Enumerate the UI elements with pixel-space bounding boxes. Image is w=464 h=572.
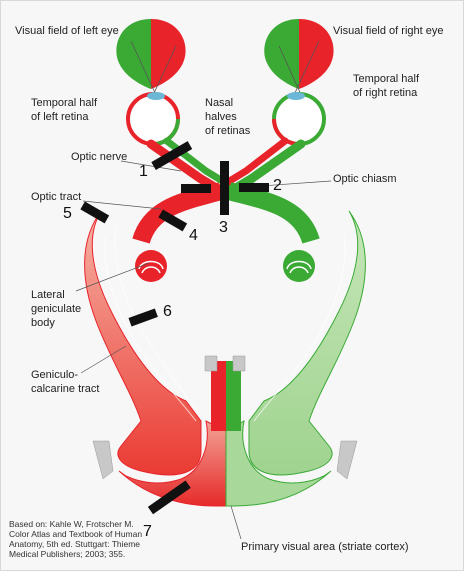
label-lgb-2: geniculate	[31, 303, 82, 315]
lesion-6	[128, 308, 158, 327]
leader-lines	[75, 160, 332, 540]
lesion-markers	[80, 141, 269, 515]
label-temporal-right-2: of right retina	[353, 87, 418, 99]
label-nasal-3: of retinas	[205, 125, 251, 137]
credit-line-1: Based on: Kahle W, Frotscher M.	[9, 519, 134, 529]
lesion-5	[80, 201, 110, 224]
label-gct-1: Geniculo-	[31, 369, 79, 381]
right-hemisphere-pathway	[225, 210, 366, 507]
lesion-3-horizontal	[181, 184, 211, 193]
left-visual-field	[116, 19, 186, 89]
label-optic-nerve: Optic nerve	[71, 151, 128, 163]
label-nasal-1: Nasal	[205, 97, 234, 109]
lesion-number-1: 1	[139, 163, 148, 180]
lesion-number-4: 4	[189, 227, 198, 244]
optic-tracts	[132, 182, 320, 245]
label-temporal-left-1: Temporal half	[31, 97, 98, 109]
label-visual-field-right: Visual field of right eye	[333, 25, 444, 37]
label-gct-2: calcarine tract	[31, 383, 100, 395]
credit-line-2: Color Atlas and Textbook of Human	[9, 529, 143, 539]
lesion-7	[147, 480, 191, 515]
lesion-number-3: 3	[219, 219, 228, 236]
right-visual-field	[264, 19, 334, 89]
label-lgb-1: Lateral	[31, 289, 65, 301]
label-optic-tract: Optic tract	[31, 191, 82, 203]
label-visual-field-left: Visual field of left eye	[15, 25, 119, 37]
lesion-number-5: 5	[63, 205, 72, 222]
right-lateral-geniculate-body	[283, 250, 315, 282]
lesion-number-7: 7	[143, 523, 152, 540]
left-hemisphere-pathway	[84, 210, 227, 507]
label-temporal-right-1: Temporal half	[353, 73, 420, 85]
lesion-3-vertical	[220, 161, 229, 215]
label-nasal-2: halves	[205, 111, 237, 123]
lesion-number-6: 6	[163, 303, 172, 320]
right-eye	[272, 92, 326, 146]
label-lgb-3: body	[31, 317, 55, 329]
left-eye	[126, 92, 180, 146]
label-temporal-left-2: of left retina	[31, 111, 89, 123]
lesion-2	[239, 183, 269, 192]
lesion-4	[158, 209, 188, 232]
label-primary-visual-area: Primary visual area (striate cortex)	[241, 541, 409, 553]
occipital-grey-edges	[92, 355, 358, 480]
lesion-number-2: 2	[273, 177, 282, 194]
lesion-1	[151, 141, 193, 170]
credit-line-4: Medical Publishers; 2003; 355.	[9, 549, 126, 559]
label-optic-chiasm: Optic chiasm	[333, 173, 397, 185]
credit-line-3: Anatomy, 5th ed. Stuttgart: Thieme	[9, 539, 141, 549]
left-lateral-geniculate-body	[135, 250, 167, 282]
